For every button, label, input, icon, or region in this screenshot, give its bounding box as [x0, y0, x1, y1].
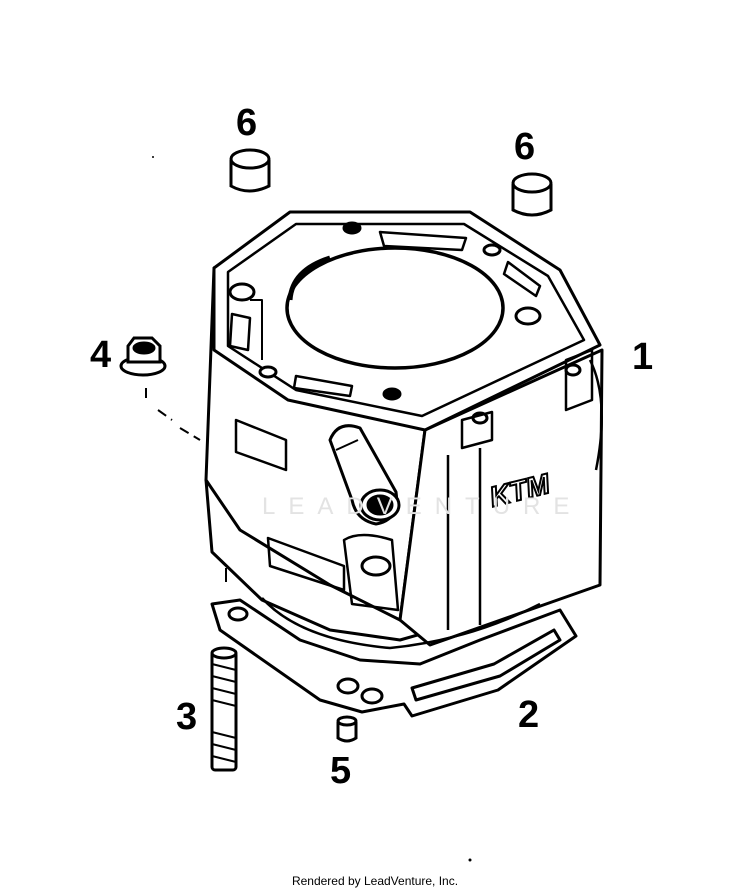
callout-6-right: 6 — [514, 126, 536, 168]
cylinder-stud — [210, 568, 238, 772]
cylinder-bore — [285, 246, 505, 370]
callout-2: 2 — [518, 694, 540, 736]
watermark: LEADVENTURE — [262, 493, 583, 520]
dowel-sleeve-left — [229, 148, 271, 193]
callout-1: 1 — [632, 336, 654, 378]
callout-5: 5 — [330, 750, 352, 792]
small-dowel — [336, 715, 358, 743]
dowel-sleeve-right — [511, 172, 553, 217]
callout-3: 3 — [176, 696, 198, 738]
callout-6-left: 6 — [236, 102, 258, 144]
flange-nut — [119, 336, 201, 441]
base-gasket — [210, 597, 578, 718]
cylinder — [204, 210, 604, 647]
callout-4: 4 — [90, 334, 112, 376]
footer-credit: Rendered by LeadVenture, Inc. — [291, 874, 459, 888]
